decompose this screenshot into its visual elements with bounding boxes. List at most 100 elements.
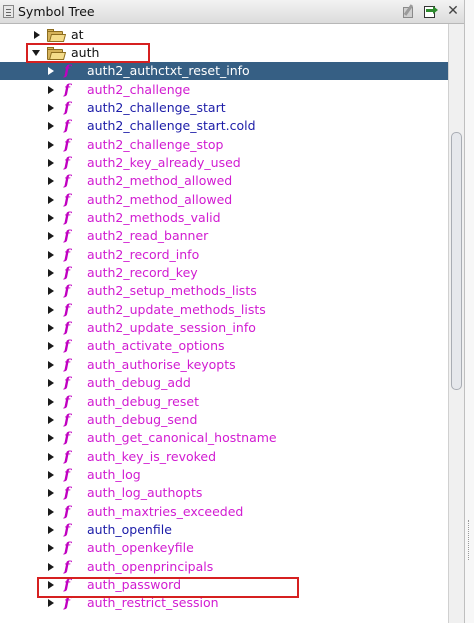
chevron-right-icon[interactable]: [48, 581, 54, 589]
chevron-right-icon[interactable]: [48, 177, 54, 186]
vertical-scrollbar[interactable]: [448, 24, 464, 623]
export-doc-icon[interactable]: [421, 3, 439, 20]
chevron-right-icon[interactable]: [48, 489, 54, 498]
function-icon: f: [63, 320, 71, 337]
chevron-right-icon[interactable]: [34, 30, 40, 39]
edit-doc-icon[interactable]: [400, 3, 418, 20]
chevron-right-icon[interactable]: [48, 67, 54, 76]
highlight-box-auth-password: [37, 577, 299, 598]
tree-folder-row[interactable]: auth: [0, 44, 448, 62]
chevron-right-icon[interactable]: [48, 507, 54, 516]
chevron-right-icon[interactable]: [48, 434, 54, 443]
symbol-tree-titlebar: Symbol Tree ✕: [0, 0, 474, 24]
chevron-right-icon[interactable]: [48, 287, 54, 296]
tree-function-label: auth2_setup_methods_lists: [87, 283, 257, 299]
chevron-right-icon[interactable]: [48, 305, 54, 314]
chevron-right-icon[interactable]: [48, 525, 54, 534]
function-icon: f: [63, 210, 71, 226]
tree-folder-label: auth: [71, 44, 100, 60]
function-icon: f: [63, 393, 71, 410]
folder-icon: [47, 28, 67, 42]
chevron-right-icon[interactable]: [48, 122, 54, 131]
chevron-right-icon[interactable]: [48, 397, 54, 406]
tree-function-label: auth_openprincipals: [87, 558, 214, 574]
symbol-tree-window-icon: [3, 5, 14, 18]
chevron-right-icon[interactable]: [48, 250, 54, 259]
function-icon: f: [63, 154, 71, 171]
tree-function-label: auth_openfile: [87, 521, 172, 537]
chevron-right-icon[interactable]: [48, 415, 54, 424]
function-icon: f: [63, 411, 71, 428]
resize-grip[interactable]: [468, 520, 473, 560]
scrollbar-thumb[interactable]: [451, 132, 462, 390]
function-icon: f: [63, 81, 71, 98]
chevron-right-icon[interactable]: [48, 85, 54, 94]
chevron-right-icon[interactable]: [48, 342, 54, 351]
chevron-right-icon[interactable]: [48, 232, 54, 241]
chevron-right-icon[interactable]: [48, 158, 54, 167]
chevron-right-icon[interactable]: [48, 470, 54, 479]
chevron-right-icon[interactable]: [48, 452, 54, 461]
tree-folder-row[interactable]: at: [0, 26, 448, 44]
tree-function-label: auth2_method_allowed: [87, 173, 233, 189]
tree-function-label: auth_key_is_revoked: [87, 448, 217, 464]
tree-function-label: auth2_authctxt_reset_info: [87, 63, 250, 79]
chevron-right-icon[interactable]: [48, 195, 54, 204]
chevron-right-icon[interactable]: [48, 269, 54, 278]
tree-function-label: auth2_record_info: [87, 246, 200, 262]
tree-function-label: auth_debug_add: [87, 375, 191, 391]
function-icon: f: [63, 430, 71, 447]
tree-function-label: auth_activate_options: [87, 338, 225, 354]
tree-function-label: auth_password: [87, 577, 182, 592]
close-icon[interactable]: ✕: [447, 3, 459, 19]
window-edge: [464, 0, 474, 623]
chevron-down-icon[interactable]: [32, 49, 40, 56]
tree-function-label: auth_log: [87, 466, 141, 482]
function-icon: f: [63, 228, 71, 245]
chevron-right-icon[interactable]: [48, 360, 54, 369]
chevron-right-icon[interactable]: [48, 214, 54, 222]
function-icon: f: [63, 136, 71, 153]
chevron-right-icon[interactable]: [48, 562, 54, 571]
chevron-right-icon[interactable]: [48, 140, 54, 149]
chevron-right-icon[interactable]: [48, 324, 54, 333]
chevron-right-icon[interactable]: [48, 599, 54, 608]
function-icon: f: [63, 485, 71, 502]
chevron-right-icon[interactable]: [48, 544, 54, 553]
tree-function-label: auth2_challenge_start: [87, 99, 226, 115]
chevron-right-icon[interactable]: [48, 379, 54, 388]
chevron-right-icon[interactable]: [48, 103, 54, 112]
function-icon: f: [63, 265, 71, 282]
